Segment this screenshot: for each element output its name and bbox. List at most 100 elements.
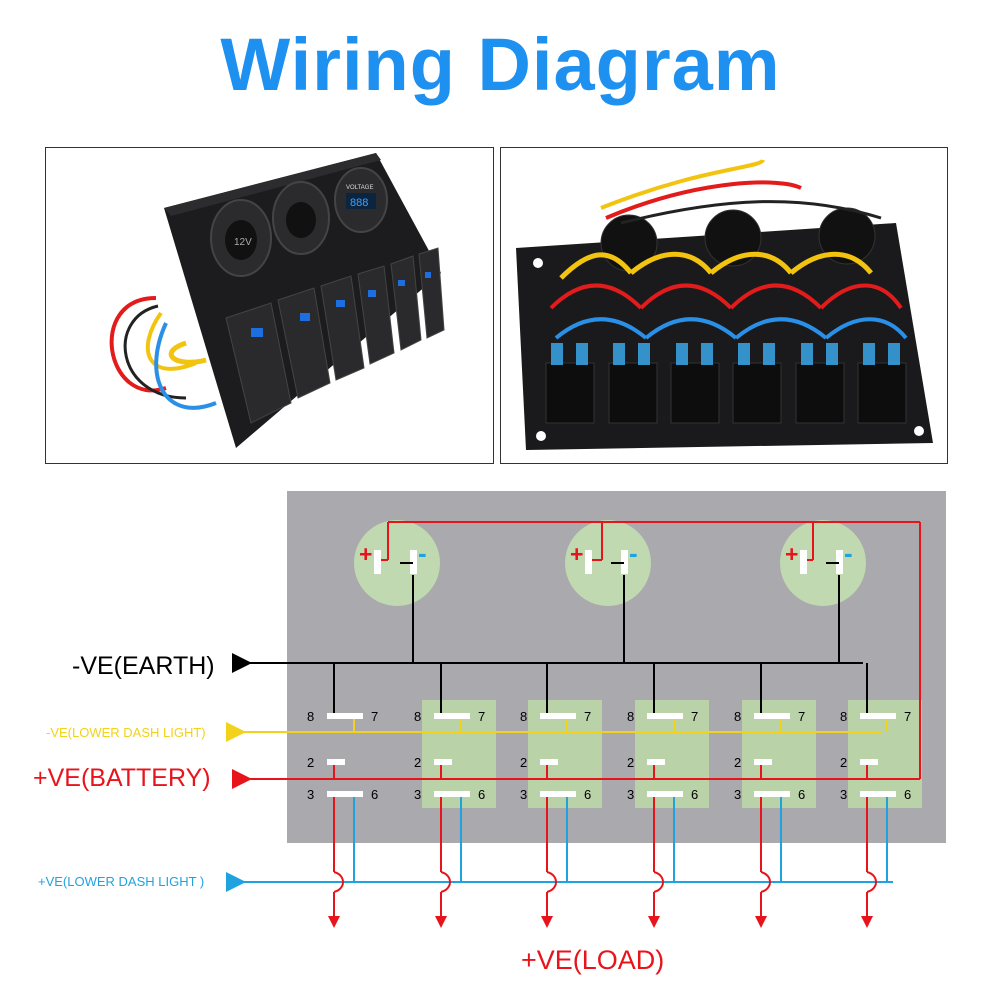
- switch-4-pin-2-terminal: [647, 759, 665, 765]
- switch-4-pin-6-terminal: [665, 791, 683, 797]
- switch-3-pin-3-label: 3: [520, 787, 527, 802]
- switch-5-pin-2-label: 2: [734, 755, 741, 770]
- switch-4-pin-3-label: 3: [627, 787, 634, 802]
- switch-3-pin-8-terminal: [540, 713, 558, 719]
- switch-4-pin-7-terminal: [665, 713, 683, 719]
- switch-2-pin-2-terminal: [434, 759, 452, 765]
- load-arrow-5: [755, 916, 767, 928]
- switch-6-pin-7-label: 7: [904, 709, 911, 724]
- load-arrow-3: [541, 916, 553, 928]
- label-lower-dash-neg: -VE(LOWER DASH LIGHT): [46, 725, 206, 740]
- switch-3-pin-2-label: 2: [520, 755, 527, 770]
- switch-1-pin-8-label: 8: [307, 709, 314, 724]
- switch-1-pin-7-terminal: [345, 713, 363, 719]
- switch-5-pin-2-terminal: [754, 759, 772, 765]
- socket-2-plus-terminal: [585, 550, 592, 574]
- voltmeter-label: VOLTAGE: [346, 185, 373, 191]
- switch-5-pin-6-label: 6: [798, 787, 805, 802]
- switch-4-pin-3-terminal: [647, 791, 665, 797]
- switch-3-pin-7-terminal: [558, 713, 576, 719]
- socket-2-minus-sign: -: [629, 538, 638, 568]
- switch-5-pin-3-label: 3: [734, 787, 741, 802]
- switch-1-pin-8-terminal: [327, 713, 345, 719]
- load-arrow-1: [328, 916, 340, 928]
- socket-3-minus-terminal: [836, 550, 843, 574]
- switch-6-pin-6-label: 6: [904, 787, 911, 802]
- socket-3: [780, 520, 866, 606]
- product-photo-rear: [500, 147, 948, 464]
- switch-4-pin-2-label: 2: [627, 755, 634, 770]
- switch-6-pin-7-terminal: [878, 713, 896, 719]
- load-wire-hop-2: [440, 871, 451, 893]
- switch-3-pin-8-label: 8: [520, 709, 527, 724]
- switch-6-pin-3-label: 3: [840, 787, 847, 802]
- switch-3-pin-7-label: 7: [584, 709, 591, 724]
- switch-2-pin-6-terminal: [452, 791, 470, 797]
- socket-1: [354, 520, 440, 606]
- socket-1-minus-terminal: [410, 550, 417, 574]
- label-lower-dash-pos: +VE(LOWER DASH LIGHT ): [38, 874, 205, 889]
- switch-3-pin-3-terminal: [540, 791, 558, 797]
- switch-6-pin-8-terminal: [860, 713, 878, 719]
- switch-5-pin-8-label: 8: [734, 709, 741, 724]
- switch-2-pin-6-label: 6: [478, 787, 485, 802]
- switch-4-pin-6-label: 6: [691, 787, 698, 802]
- socket-12v-text: 12V: [234, 237, 252, 248]
- svg-text:888: 888: [350, 197, 368, 209]
- switch-panel-front-illustration: 12V VOLTAGE 888: [109, 153, 445, 448]
- load-wire-hop-4: [653, 871, 664, 893]
- label-earth: -VE(EARTH): [72, 652, 215, 680]
- socket-1-plus-sign: +: [359, 541, 372, 567]
- switch-5-pin-6-terminal: [772, 791, 790, 797]
- load-arrow-4: [648, 916, 660, 928]
- switch-2-pin-7-terminal: [452, 713, 470, 719]
- switch-2-pin-8-label: 8: [414, 709, 421, 724]
- label-load: +VE(LOAD): [521, 945, 665, 975]
- switch-6-pin-2-terminal: [860, 759, 878, 765]
- switch-1-pin-7-label: 7: [371, 709, 378, 724]
- switch-6-pin-2-label: 2: [840, 755, 847, 770]
- socket-2-plus-sign: +: [570, 541, 583, 567]
- switch-5-pin-7-label: 7: [798, 709, 805, 724]
- load-wire-hop-5: [760, 871, 771, 893]
- socket-3-minus-sign: -: [844, 538, 853, 568]
- socket-3-plus-sign: +: [785, 541, 798, 567]
- load-arrow-2: [435, 916, 447, 928]
- switch-5-pin-8-terminal: [754, 713, 772, 719]
- load-wire-hop-3: [546, 871, 557, 893]
- switch-3-pin-2-terminal: [540, 759, 558, 765]
- switch-3-pin-6-label: 6: [584, 787, 591, 802]
- socket-1-minus-sign: -: [418, 538, 427, 568]
- switch-2-pin-2-label: 2: [414, 755, 421, 770]
- socket-2: [565, 520, 651, 606]
- product-photo-front: 12V VOLTAGE 888: [45, 147, 494, 464]
- switch-3-pin-6-terminal: [558, 791, 576, 797]
- switch-4-pin-8-terminal: [647, 713, 665, 719]
- switch-4-pin-8-label: 8: [627, 709, 634, 724]
- socket-3-plus-terminal: [800, 550, 807, 574]
- load-wire-hop-1: [333, 871, 344, 893]
- load-wire-hop-6: [866, 871, 877, 893]
- switch-2-pin-7-label: 7: [478, 709, 485, 724]
- switch-1-pin-3-terminal: [327, 791, 345, 797]
- switch-6-pin-6-terminal: [878, 791, 896, 797]
- load-arrow-6: [861, 916, 873, 928]
- socket-2-minus-terminal: [621, 550, 628, 574]
- page-title: Wiring Diagram: [220, 23, 781, 106]
- switch-1-pin-2-label: 2: [307, 755, 314, 770]
- switch-2-pin-3-label: 3: [414, 787, 421, 802]
- switch-6-pin-3-terminal: [860, 791, 878, 797]
- socket-1-plus-terminal: [374, 550, 381, 574]
- switch-1-pin-6-label: 6: [371, 787, 378, 802]
- switch-1-pin-3-label: 3: [307, 787, 314, 802]
- switch-1-pin-6-terminal: [345, 791, 363, 797]
- switch-2-pin-3-terminal: [434, 791, 452, 797]
- switch-1-pin-2-terminal: [327, 759, 345, 765]
- switch-panel-rear-illustration: [516, 158, 933, 450]
- switch-2-pin-8-terminal: [434, 713, 452, 719]
- switch-5-pin-7-terminal: [772, 713, 790, 719]
- switch-6-pin-8-label: 8: [840, 709, 847, 724]
- label-battery: +VE(BATTERY): [33, 764, 211, 792]
- switch-5-pin-3-terminal: [754, 791, 772, 797]
